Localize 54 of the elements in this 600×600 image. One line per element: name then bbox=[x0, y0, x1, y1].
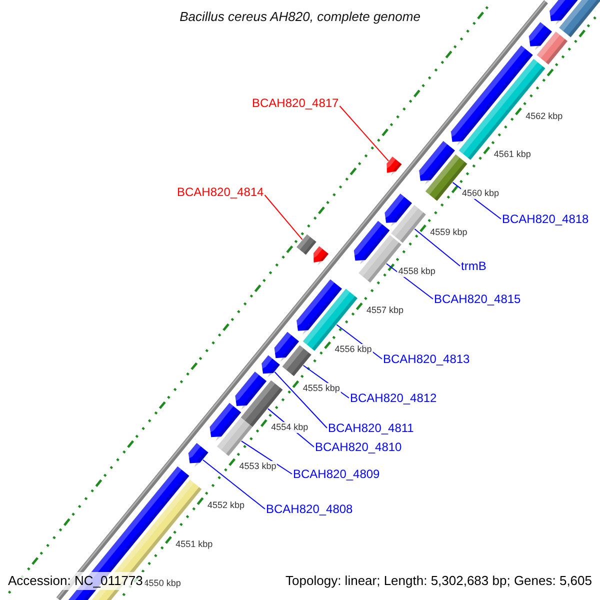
gene-label: BCAH820_4818 bbox=[502, 212, 589, 226]
tick-label: 4558 kbp bbox=[397, 266, 436, 278]
gene-feature bbox=[559, 0, 600, 38]
gene-label: BCAH820_4815 bbox=[434, 292, 521, 306]
gene-label: BCAH820_4812 bbox=[350, 391, 437, 405]
gene-feature bbox=[458, 58, 546, 160]
tick-label: 4562 kbp bbox=[524, 110, 564, 122]
gene-feature bbox=[186, 442, 208, 467]
gene-label: BCAH820_4813 bbox=[383, 352, 470, 366]
tick-label: 4550 kbp bbox=[142, 578, 182, 590]
gene-label: BCAH820_4809 bbox=[293, 467, 380, 481]
tick-label: 4557 kbp bbox=[366, 305, 405, 316]
gene-label: BCAH820_4810 bbox=[315, 440, 402, 454]
gene-label: BCAH820_4814 bbox=[177, 185, 264, 199]
leader-line bbox=[202, 459, 266, 510]
gene-feature bbox=[547, 0, 578, 25]
tick-label: 4561 kbp bbox=[492, 149, 532, 160]
gene-feature bbox=[296, 234, 316, 255]
gene-feature bbox=[217, 417, 252, 456]
gene-feature bbox=[207, 402, 242, 441]
footer-text: Accession: NC_011773 bbox=[6, 572, 145, 590]
tick-label: 4554 kbp bbox=[270, 422, 310, 434]
gene-feature bbox=[384, 156, 402, 176]
gene-feature bbox=[259, 355, 280, 378]
tick-label: 4555 kbp bbox=[302, 383, 341, 394]
gene-label: BCAH820_4808 bbox=[266, 502, 353, 516]
tick-label: 4553 kbp bbox=[238, 461, 278, 472]
tick-label: 4559 kbp bbox=[429, 227, 468, 238]
gene-feature bbox=[536, 32, 568, 64]
tick-label: 4551 kbp bbox=[174, 539, 214, 550]
gene-feature bbox=[351, 220, 390, 264]
gene-feature bbox=[310, 246, 329, 266]
gene-feature bbox=[526, 22, 552, 50]
leader-line bbox=[414, 228, 460, 266]
tick-label: 4560 kbp bbox=[461, 188, 500, 200]
tick-label: 4556 kbp bbox=[334, 344, 373, 356]
leader-line bbox=[339, 106, 389, 162]
leader-line bbox=[240, 440, 292, 474]
tick-label: 4552 kbp bbox=[206, 500, 246, 512]
diagram-title: Bacillus cereus AH820, complete genome bbox=[178, 10, 422, 24]
gene-label: BCAH820_4811 bbox=[328, 421, 414, 435]
gene-feature bbox=[272, 332, 299, 362]
gene-label: trmB bbox=[461, 259, 486, 273]
gene-feature bbox=[416, 141, 455, 185]
gene-feature bbox=[232, 372, 267, 410]
leader-line bbox=[274, 371, 328, 428]
gene-feature bbox=[302, 288, 358, 351]
gene-feature bbox=[282, 345, 312, 376]
gene-feature bbox=[382, 194, 412, 227]
leader-line bbox=[264, 194, 303, 240]
leader-line bbox=[386, 263, 434, 300]
gene-feature bbox=[294, 279, 342, 335]
gene-label: BCAH820_4817 bbox=[252, 96, 339, 110]
gene-feature bbox=[391, 205, 426, 243]
